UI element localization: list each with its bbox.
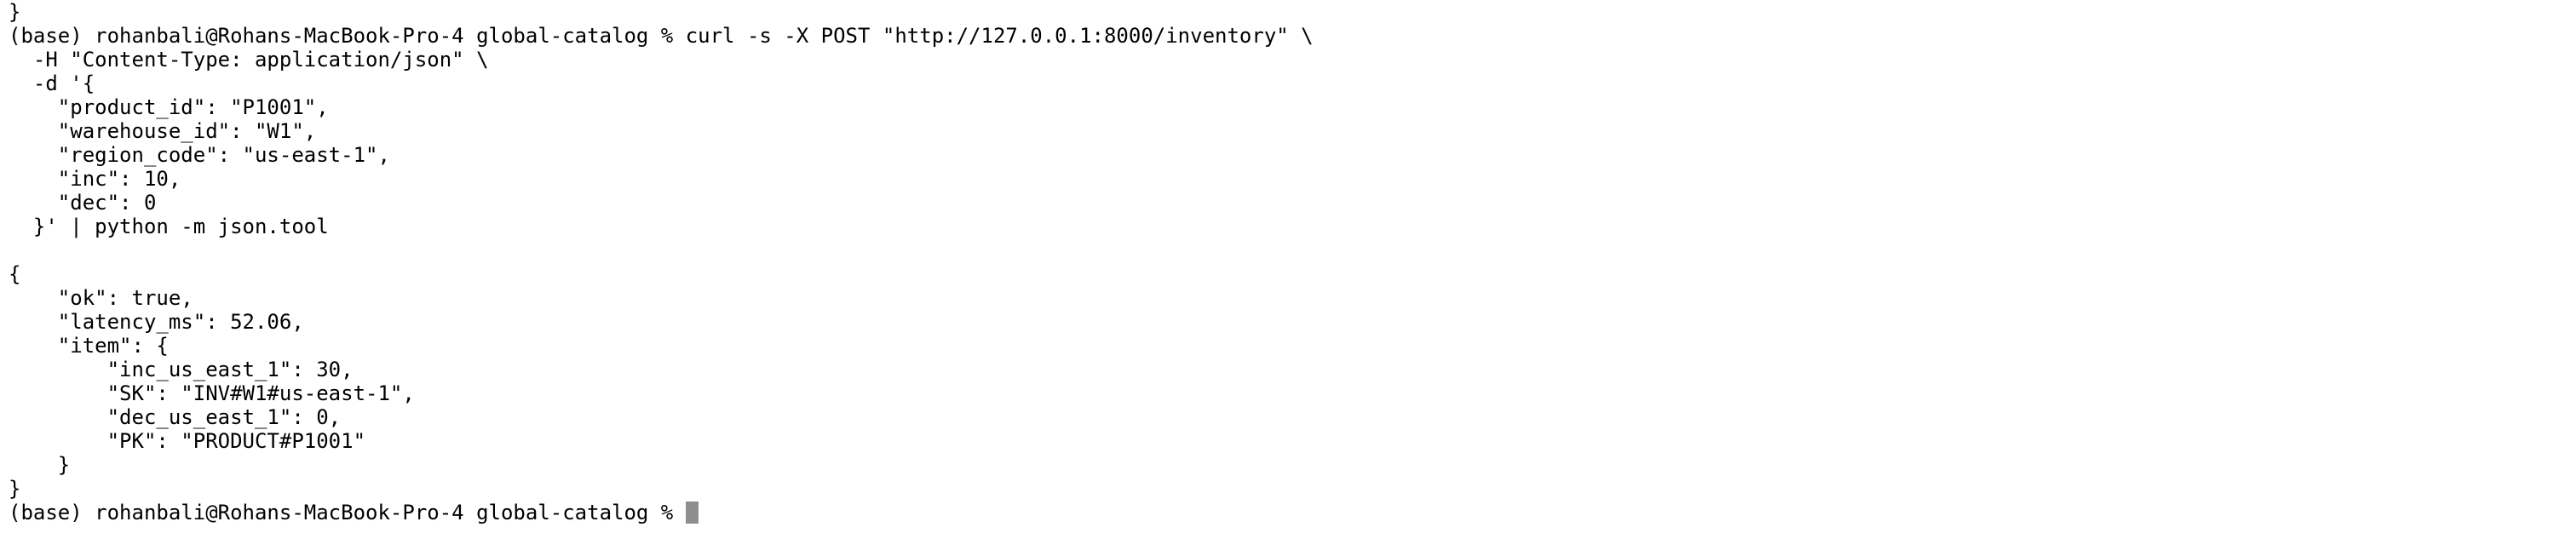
current-prompt-line[interactable]: (base) rohanbali@Rohans-MacBook-Pro-4 gl… <box>9 501 2576 524</box>
output-line-item-open: "item": { <box>9 334 169 358</box>
text-cursor <box>685 501 699 524</box>
command-line-data-open: -d '{ <box>9 72 95 95</box>
output-line-item-close: } <box>9 453 71 477</box>
blank-line <box>9 238 2576 262</box>
output-line-dec-us-east: "dec_us_east_1": 0, <box>9 405 342 429</box>
output-line-latency: "latency_ms": 52.06, <box>9 310 304 334</box>
command-line-curl: (base) rohanbali@Rohans-MacBook-Pro-4 gl… <box>9 24 1314 48</box>
command-line-pipe: }' | python -m json.tool <box>9 215 329 238</box>
output-line-sk: "SK": "INV#W1#us-east-1", <box>9 381 415 405</box>
command-line-inc: "inc": 10, <box>9 167 181 191</box>
output-line-ok: "ok": true, <box>9 286 193 310</box>
output-line-pk: "PK": "PRODUCT#P1001" <box>9 429 366 453</box>
output-line-closing-brace-prev: } <box>9 0 21 24</box>
output-line-close-brace: } <box>9 477 21 501</box>
command-line-dec: "dec": 0 <box>9 191 157 215</box>
command-line-region-code: "region_code": "us-east-1", <box>9 143 390 167</box>
shell-prompt: (base) rohanbali@Rohans-MacBook-Pro-4 gl… <box>9 501 686 524</box>
output-line-inc-us-east: "inc_us_east_1": 30, <box>9 358 354 381</box>
output-line-open-brace: { <box>9 262 21 286</box>
command-line-product-id: "product_id": "P1001", <box>9 95 329 119</box>
command-line-header: -H "Content-Type: application/json" \ <box>9 48 489 72</box>
command-line-warehouse-id: "warehouse_id": "W1", <box>9 119 317 143</box>
